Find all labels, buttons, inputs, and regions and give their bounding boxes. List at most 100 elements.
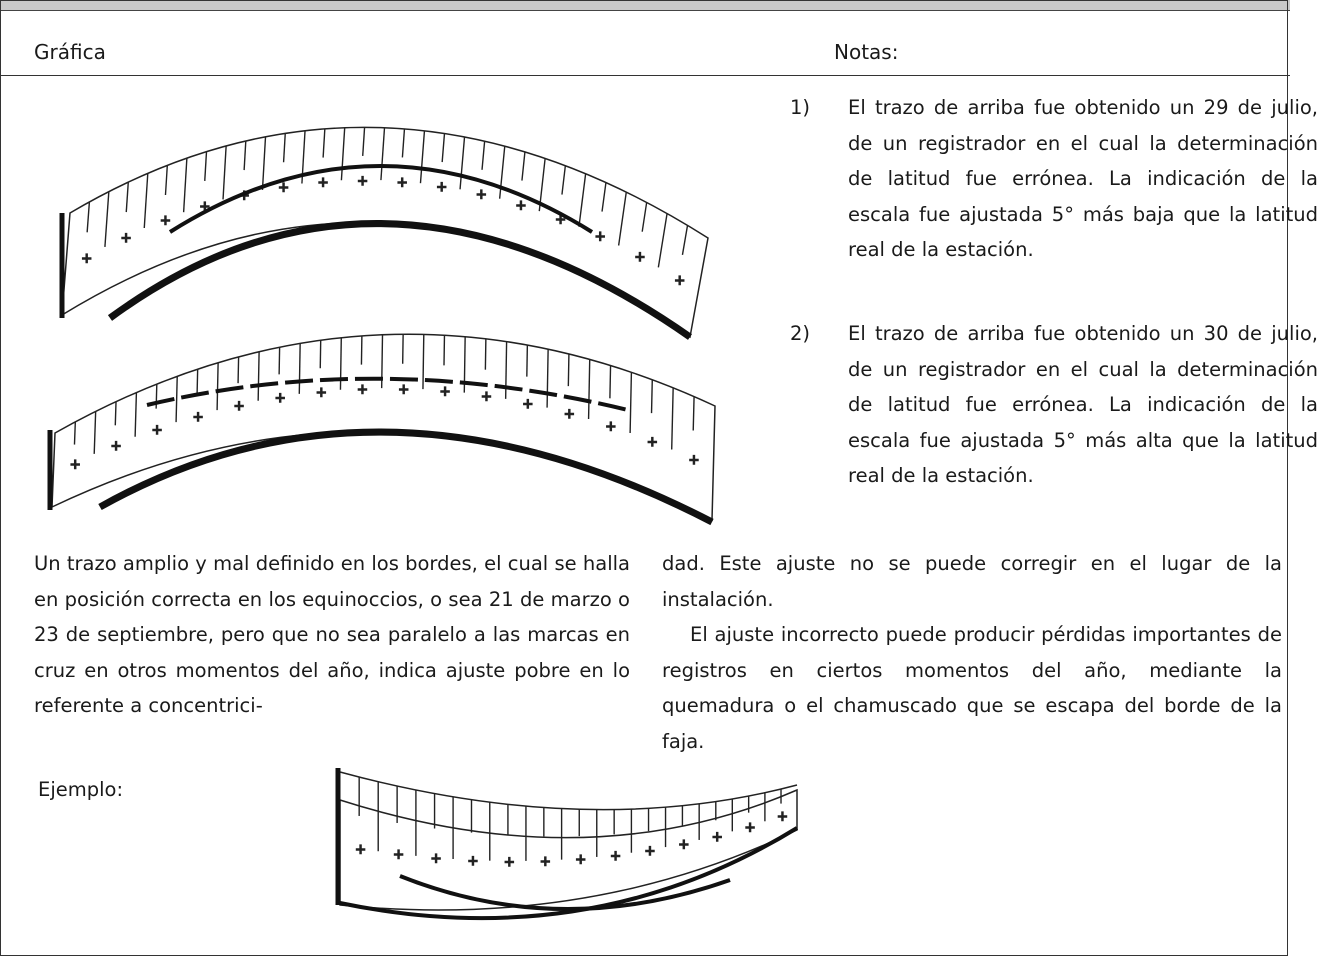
paragraph-right: dad. Este ajuste no se puede corregir en… [662,546,1282,759]
card-1-tick [641,202,648,232]
card-2-tick [257,351,260,401]
card-2-tick [629,372,633,433]
example-cross-mark: + [645,844,656,859]
paragraph-left: Un trazo amplio y mal definido en los bo… [34,546,630,724]
card-1-trace [168,164,594,234]
note-2-number: 2) [790,322,811,345]
card-2-ticks: ++++++++++++++++ [69,334,700,473]
card-1-tick [104,191,110,248]
card-1-cross-mark: + [278,180,289,195]
card-2-tick [567,353,570,387]
card-2-tick [93,411,97,454]
card-2-tick [609,365,612,399]
card-2-tick [237,356,240,384]
example-cross-mark: + [678,838,689,853]
card-2-tick [73,421,77,445]
card-1-tick [521,151,526,181]
header-row: Gráfica Notas: [0,10,1290,76]
example-cross-mark: + [504,855,515,870]
card-1-tick [498,146,506,199]
card-1-cross-mark: + [81,252,92,267]
card-1-tick [261,136,267,190]
card-1-tick [380,127,386,181]
card-2-cross-mark: + [605,420,616,435]
card-1-cross-mark: + [160,214,171,229]
card-1-tick [601,182,607,212]
card-1-cross-mark: + [595,230,606,245]
page-frame [0,0,1288,956]
card-1-tick [561,165,567,195]
note-2-text: El trazo de arriba fue obtenido un 30 de… [848,322,1318,487]
card-1-tick [125,182,129,213]
card-1-base-edge [107,220,693,340]
card-2-tick [196,369,199,395]
note-1-text: El trazo de arriba fue obtenido un 29 de… [848,96,1318,261]
card-1-ticks: ++++++++++++++++ [81,127,689,289]
card-1-cross-mark: + [515,199,526,214]
card-2-tick [504,341,508,399]
card-1-tick [204,151,208,182]
card-2-tick [339,337,342,390]
card-1-cross-mark: + [357,174,368,189]
card-1-tick [617,192,627,246]
example-cross-mark: + [540,854,551,869]
card-1-tick [401,128,406,158]
card-2-cross-mark: + [398,382,409,397]
card-2-cross-mark: + [440,385,451,400]
card-1-cross-mark: + [674,274,685,289]
example-cross-mark: + [575,852,586,867]
paragraph-left-text: Un trazo amplio y mal definido en los bo… [34,552,630,717]
example-base-edge [339,826,799,921]
card-1-tick [143,173,149,229]
card-1-tick [459,136,466,190]
card-2-tick [175,376,178,423]
example-cross-mark: + [712,830,723,845]
example-cross-mark: + [467,854,478,869]
card-1-cross-mark: + [436,180,447,195]
example-ticks: +++++++++++++ [354,777,789,871]
card-1-cross-mark: + [476,188,487,203]
card-1-tick [222,145,227,200]
example-cross-mark: + [355,842,366,857]
card-2-tick [526,345,529,377]
card-2-tick [422,334,425,390]
card-strip-1: ++++++++++++++++ [59,126,709,340]
card-1-tick [322,128,326,158]
card-1-tick [340,127,346,181]
card-2-tick [134,392,138,437]
example-cross-mark: + [777,810,788,825]
example-cross-mark: + [610,849,621,864]
card-1-cross-mark: + [318,175,329,190]
card-2-trace [146,376,629,412]
card-2-tick [671,387,674,450]
card-1-tick [182,158,188,213]
example-cross-mark: + [393,848,404,863]
card-2-cross-mark: + [193,410,204,425]
card-1-tick [362,127,366,157]
card-1-tick [164,165,169,196]
top-bar [0,0,1290,11]
card-1-tick [481,141,486,170]
card-2-cross-mark: + [275,391,286,406]
card-1-cross-mark: + [397,175,408,190]
card-2-base-edge [98,428,714,526]
card-1-cross-mark: + [634,250,645,265]
header-notas: Notas: [834,40,899,64]
example-strip: +++++++++++++ [335,768,799,921]
card-1-tick [86,201,91,233]
card-1-tick [441,133,446,163]
note-1-number: 1) [790,96,811,119]
card-1-tick [578,173,587,227]
card-1-tick [681,225,689,256]
card-1-tick [419,130,426,184]
card-2-cross-mark: + [647,435,658,450]
card-strip-2: ++++++++++++++++ [47,333,716,526]
card-1-tick [282,133,286,163]
card-1-cross-mark: + [121,231,132,246]
card-2-tick [155,384,158,409]
example-trace [399,874,731,912]
card-2-tick [216,362,219,411]
card-2-cross-mark: + [689,453,700,468]
card-2-tick [298,343,301,394]
card-2-cross-mark: + [316,385,327,400]
